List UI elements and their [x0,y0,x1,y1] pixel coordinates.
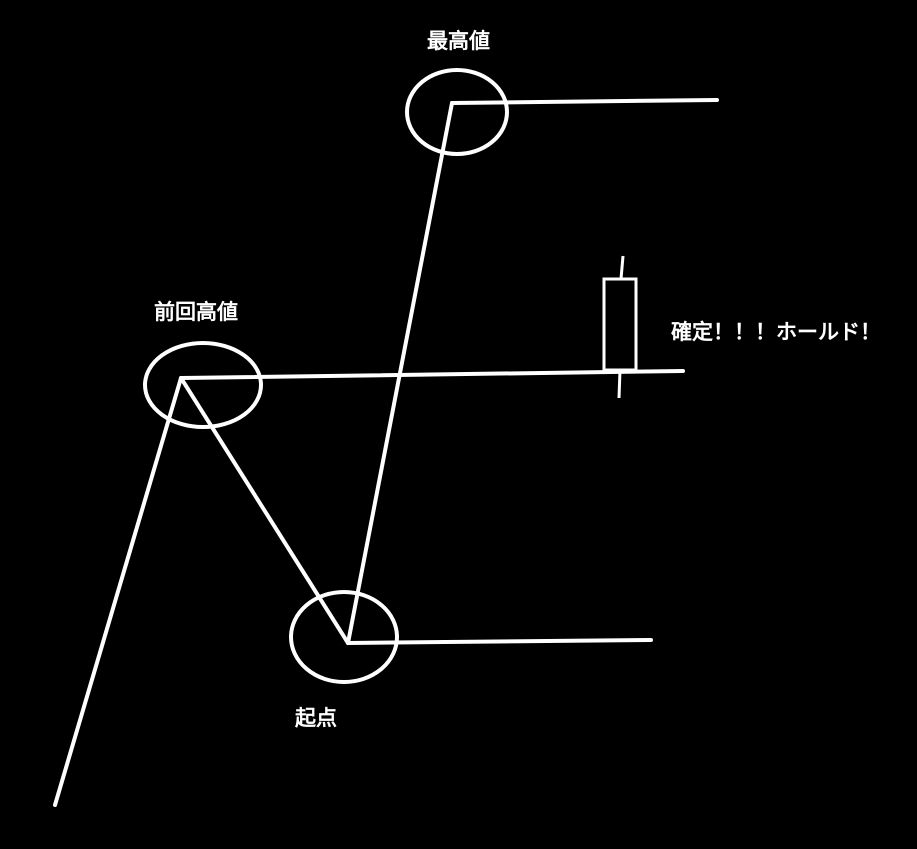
origin-label: 起点 [295,706,337,730]
candle-lower-wick [617,369,622,399]
confirm-hold-label: 確定！！！ホールド！ [671,320,881,344]
previous-high-level-line [179,369,685,380]
highest-circle [405,68,509,156]
origin-circle [289,590,399,684]
highest-label: 最高値 [427,29,490,53]
previous-high-label: 前回高値 [154,300,238,324]
highest-level-line [450,98,719,105]
origin-level-line [346,638,653,645]
candle-upper-wick [619,255,625,280]
candle-body [602,277,638,372]
confirmation-candlestick [602,255,638,399]
price-path [53,101,454,807]
previous-high-circle [143,341,263,429]
